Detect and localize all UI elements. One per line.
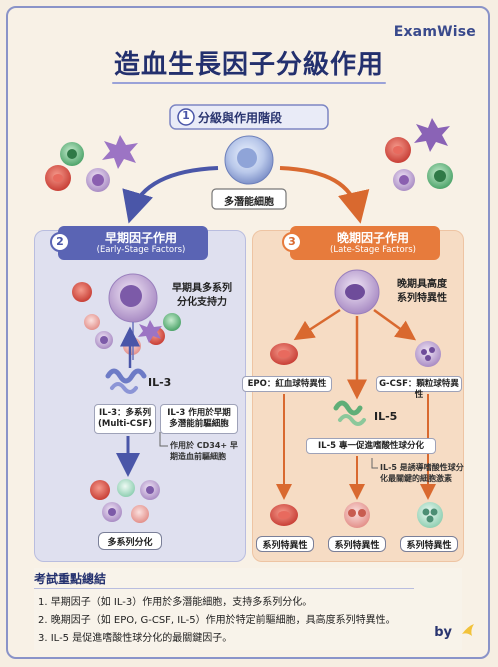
- early-title: 早期因子作用: [104, 231, 177, 245]
- late-note: IL-5 是誘導嗜酸性球分 化最關鍵的細胞激素: [380, 462, 464, 484]
- early-number-badge: [50, 232, 70, 252]
- late-spec-line1: 晚期具高度: [397, 279, 447, 290]
- early-factor-il3: IL-3: [148, 376, 172, 389]
- early-support-line2: 分化支持力: [177, 297, 227, 308]
- early-support-line1: 早期具多系列: [172, 283, 232, 294]
- summary-item: 1. 早期因子（如 IL-3）作用於多潛能細胞，支持多系列分化。: [38, 597, 313, 608]
- summary-title: 考試重點總結: [34, 572, 107, 586]
- stage-number: 1: [182, 109, 190, 122]
- early-note-line1: 作用於 CD34+ 早: [170, 441, 238, 450]
- stage-label: 分級與作用階段: [198, 111, 283, 125]
- late-result-eosinophil: 系列特異性: [328, 536, 386, 552]
- arrow-to-late: [279, 166, 370, 224]
- summary-item: 3. IL-5 是促進嗜酸性球分化的最關鍵因子。: [38, 633, 233, 644]
- late-result-granulocyte: 系列特異性: [400, 536, 458, 552]
- arrow-to-early: [122, 166, 219, 224]
- late-note-line1: IL-5 是誘導嗜酸性球分: [380, 463, 464, 472]
- epo-label-box: EPO：紅血球特異性: [242, 376, 332, 392]
- late-number-badge: [282, 232, 302, 252]
- early-subtitle: (Early-Stage Factors): [96, 245, 186, 255]
- page-title: 造血生長因子分級作用: [113, 50, 384, 80]
- byline: by: [434, 625, 452, 640]
- late-specificity-text: 晚期具高度 系列特異性: [384, 278, 460, 306]
- decorative-cells-left: [45, 135, 138, 192]
- late-spec-line2: 系列特異性: [397, 293, 447, 304]
- early-note: 作用於 CD34+ 早 期造血前驅細胞: [170, 440, 244, 462]
- gcsf-label-box: G-CSF：顆粒球特異性: [376, 376, 462, 400]
- il3-box2-line1: IL-3 作用於早期: [167, 408, 231, 418]
- exam-summary: 考試重點總結 1. 早期因子（如 IL-3）作用於多潛能細胞，支持多系列分化。 …: [34, 568, 462, 650]
- stem-cell-label-box: [211, 188, 287, 210]
- il3-box2-line2: 多潛能前驅細胞: [169, 419, 229, 429]
- late-title: 晚期因子作用: [336, 231, 409, 245]
- late-note-line2: 化最關鍵的細胞激素: [380, 474, 452, 483]
- il3-box1-line2: (Multi-CSF): [97, 419, 153, 429]
- il5-label-box: IL-5 專一促進嗜酸性球分化: [306, 438, 436, 454]
- late-subtitle: (Late-Stage Factors): [330, 245, 416, 255]
- early-result-label: 多系列分化: [98, 532, 162, 550]
- early-header: [58, 226, 208, 260]
- late-result-erythroid: 系列特異性: [256, 536, 314, 552]
- early-note-line2: 期造血前驅細胞: [170, 452, 226, 461]
- early-number: 2: [56, 235, 64, 248]
- early-support-text: 早期具多系列 分化支持力: [160, 282, 244, 310]
- late-factor-il5: IL-5: [374, 410, 398, 423]
- il3-target-box: IL-3 作用於早期 多潛能前驅細胞: [160, 404, 238, 434]
- brand-logo: ExamWise: [393, 24, 476, 40]
- summary-item: 2. 晚期因子（如 EPO, G-CSF, IL-5）作用於特定前驅細胞，具高度…: [38, 615, 396, 626]
- il3-multi-csf-box: IL-3：多系列 (Multi-CSF): [94, 404, 156, 434]
- late-number: 3: [288, 235, 296, 248]
- title-underline: [112, 82, 386, 84]
- il3-box1-line1: IL-3：多系列: [98, 408, 152, 418]
- summary-divider: [34, 588, 414, 589]
- stem-cell: [224, 135, 274, 185]
- stem-cell-label: 多潛能細胞: [224, 197, 274, 208]
- stage-pill: [169, 104, 329, 130]
- late-header: [290, 226, 440, 260]
- decorative-cells-right: [385, 118, 453, 191]
